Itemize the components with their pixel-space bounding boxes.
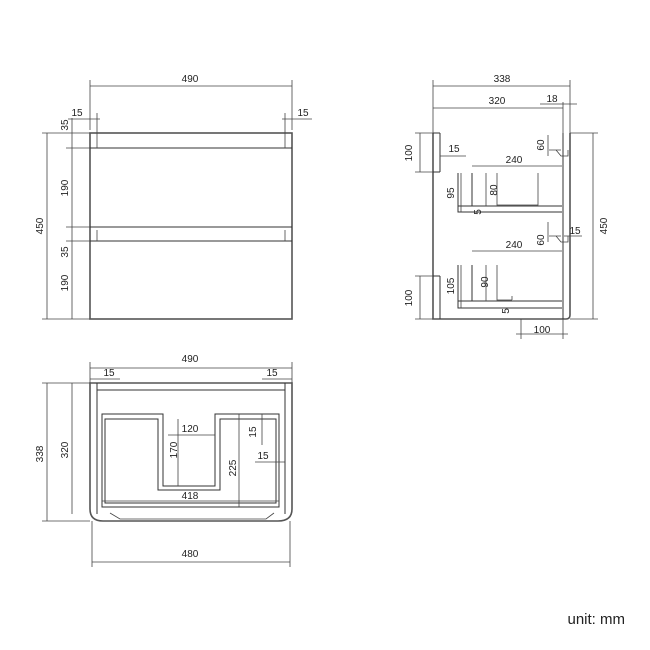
side-rail1 bbox=[549, 149, 569, 157]
plan-r-edge-label: 15 bbox=[266, 368, 278, 379]
plan-drawer-outline bbox=[101, 413, 280, 508]
side-drawer2-inner bbox=[496, 265, 512, 301]
front-drawer2-label: 190 bbox=[60, 274, 71, 291]
side-d1-inner-label: 80 bbox=[489, 184, 500, 196]
plan-outline bbox=[89, 382, 293, 522]
side-d1-rail-label: 60 bbox=[536, 139, 547, 151]
plan-l-edge-label: 15 bbox=[103, 368, 115, 379]
front-height-label: 450 bbox=[35, 217, 46, 234]
plan-inner-depth-label: 320 bbox=[60, 441, 71, 458]
side-drawer2-box bbox=[457, 265, 562, 309]
side-d2-rail-label: 60 bbox=[536, 234, 547, 246]
plan-drawer-d-label: 225 bbox=[228, 459, 239, 476]
side-top-h-label: 100 bbox=[404, 144, 415, 161]
plan-wall1-label: 15 bbox=[248, 426, 259, 438]
side-d2-gap-label: 5 bbox=[501, 308, 512, 314]
side-height-label: 450 bbox=[599, 217, 610, 234]
plan-front-curve bbox=[109, 512, 275, 520]
side-cabinet-outline bbox=[432, 133, 571, 320]
front-drawer1-label: 190 bbox=[60, 179, 71, 196]
front-cabinet-outline bbox=[89, 132, 293, 320]
side-bot-h-label: 100 bbox=[404, 289, 415, 306]
side-drawer1-inner bbox=[496, 173, 539, 206]
side-bot-off-label: 100 bbox=[534, 325, 551, 336]
plan-drawer-inner bbox=[104, 418, 277, 504]
side-d2-h-label: 105 bbox=[446, 277, 457, 294]
unit-label: unit: mm bbox=[567, 611, 625, 628]
side-d1-gap-label: 5 bbox=[473, 209, 484, 215]
plan-base-label: 480 bbox=[182, 549, 199, 560]
plan-width-label: 490 bbox=[182, 354, 199, 365]
side-drawer1-box bbox=[457, 173, 562, 213]
front-mid-label: 35 bbox=[60, 246, 71, 258]
side-d2-t-label: 15 bbox=[569, 226, 581, 237]
side-rail2 bbox=[549, 235, 569, 243]
plan-view: 490 15 15 338 320 120 170 225 15 15 418 … bbox=[35, 354, 293, 567]
front-view: 490 15 15 35 190 35 190 450 bbox=[35, 74, 312, 320]
side-d1-h-label: 95 bbox=[446, 187, 457, 199]
side-d1-w-label: 240 bbox=[506, 155, 523, 166]
side-d2-w-label: 240 bbox=[506, 240, 523, 251]
plan-wall2-label: 15 bbox=[257, 451, 269, 462]
plan-notch-w-label: 120 bbox=[182, 424, 199, 435]
side-d1-t-label: 15 bbox=[448, 144, 460, 155]
front-side-r-label: 15 bbox=[297, 108, 309, 119]
plan-notch-d-label: 170 bbox=[169, 441, 180, 458]
side-d2-inner-label: 90 bbox=[480, 276, 491, 288]
front-top-label: 35 bbox=[60, 119, 71, 131]
front-width-label: 490 bbox=[182, 74, 199, 85]
plan-inner-w-label: 418 bbox=[182, 491, 199, 502]
plan-depth-label: 338 bbox=[35, 445, 46, 462]
side-back-label: 18 bbox=[546, 94, 558, 105]
side-depth-label: 338 bbox=[494, 74, 511, 85]
front-side-l-label: 15 bbox=[71, 108, 83, 119]
side-view: 338 320 18 100 100 450 240 15 95 80 5 60 bbox=[404, 74, 610, 339]
side-inner-label: 320 bbox=[489, 96, 506, 107]
